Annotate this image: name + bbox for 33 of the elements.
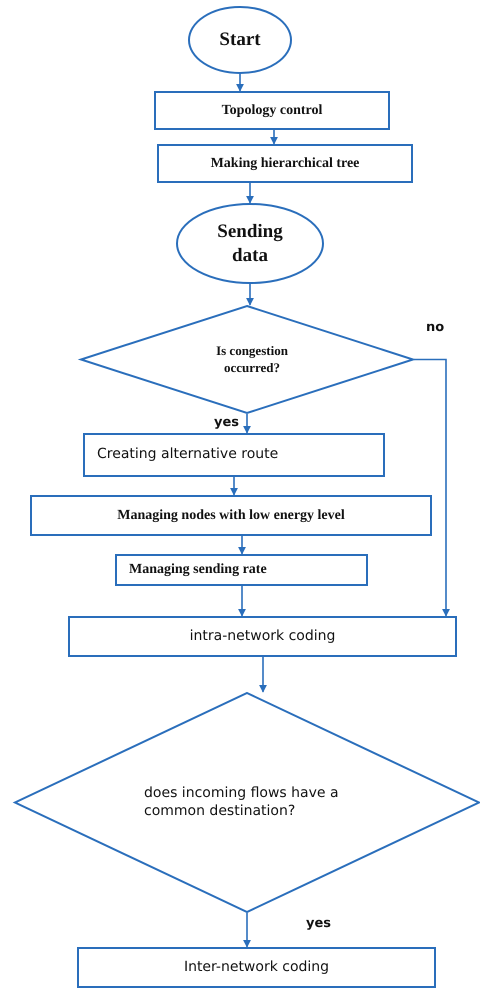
step-text: intra-network coding — [190, 628, 336, 646]
arrow — [243, 414, 251, 434]
step-text: Sending data — [216, 220, 284, 268]
arrow — [230, 477, 238, 496]
step-text: Inter-network coding — [184, 958, 330, 976]
process-box — [154, 91, 390, 130]
step-text: does incoming flows have a common destination? — [144, 785, 340, 820]
step-text: Is congestion occurred? — [215, 343, 289, 376]
step-text: Managing sending rate — [129, 561, 267, 579]
arrow — [414, 358, 450, 617]
arrow — [236, 74, 244, 92]
arrow — [243, 913, 251, 948]
step-text: Creating alternative route — [97, 446, 278, 464]
terminal-ellipse — [176, 203, 324, 284]
arrow — [238, 586, 246, 617]
process-box — [83, 433, 385, 477]
arrow — [259, 657, 267, 693]
process-box — [115, 554, 368, 586]
process-box — [157, 144, 413, 183]
process-box — [68, 616, 457, 657]
process-box — [77, 947, 436, 988]
step-text: Managing nodes with low energy level — [117, 506, 345, 524]
arrow — [238, 536, 246, 555]
arrow — [246, 183, 254, 204]
process-box — [30, 495, 432, 536]
step-text: Start — [219, 28, 261, 52]
decision-diamond — [80, 305, 414, 414]
step-text: Topology control — [222, 102, 322, 120]
arrow — [270, 130, 278, 145]
decision-diamond — [14, 692, 480, 913]
step-text: Making hierarchical tree — [210, 154, 360, 172]
terminal-ellipse — [188, 6, 292, 74]
arrow — [246, 284, 254, 306]
